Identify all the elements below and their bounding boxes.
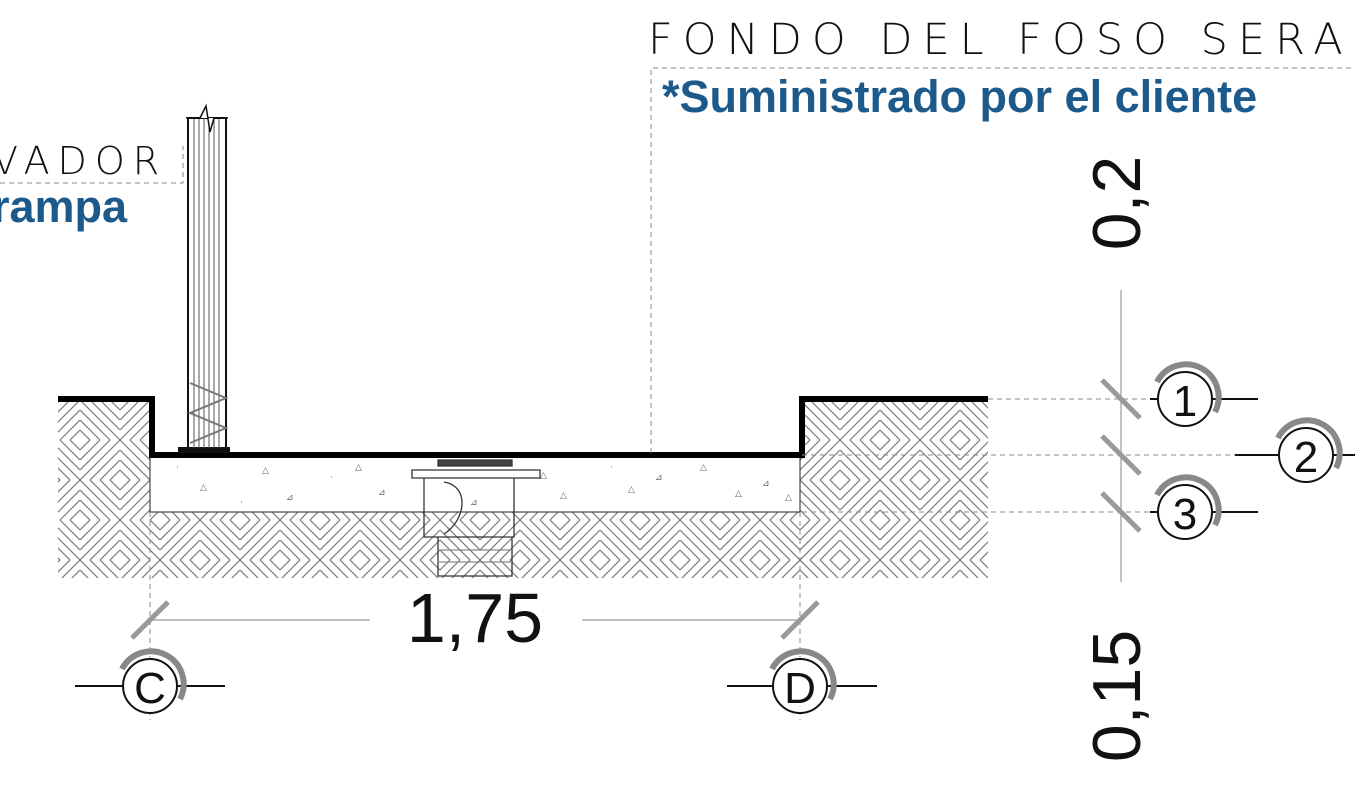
grid-marker-d-label: D (784, 664, 816, 713)
height-top-label: 0,2 (1079, 156, 1155, 251)
svg-text:·: · (610, 463, 613, 473)
width-dimension: 1,75 (130, 579, 820, 657)
svg-text:⊿: ⊿ (470, 498, 478, 508)
svg-text:△: △ (735, 489, 742, 499)
svg-text:⊿: ⊿ (655, 473, 663, 483)
title-top: FONDO DEL FOSO SERA (648, 15, 1353, 65)
leader-lines (0, 67, 1355, 720)
height-bottom-label: 0,15 (1079, 630, 1155, 762)
grid-marker-c: C (75, 648, 225, 714)
svg-text:△: △ (262, 466, 269, 476)
soil-hatch (58, 402, 988, 578)
svg-text:△: △ (560, 491, 567, 501)
floor-drain (411, 459, 541, 577)
level-marker-1-label: 1 (1173, 377, 1197, 426)
svg-text:⊿: ⊿ (378, 488, 386, 498)
level-marker-3-label: 3 (1173, 490, 1197, 539)
svg-text:△: △ (355, 463, 362, 473)
buffer-post (178, 103, 230, 453)
svg-text:⊿: ⊿ (762, 479, 770, 489)
grid-marker-c-label: C (134, 664, 166, 713)
svg-text:·: · (176, 463, 179, 473)
svg-text:△: △ (200, 483, 207, 493)
svg-text:△: △ (628, 485, 635, 495)
width-dimension-label: 1,75 (407, 579, 543, 657)
title-left: VADOR (0, 139, 167, 183)
note-top: *Suministrado por el cliente (662, 71, 1257, 122)
svg-text:·: · (240, 498, 243, 508)
note-left: rampa (0, 181, 128, 232)
pit-outline (58, 396, 988, 458)
svg-text:△: △ (540, 471, 547, 481)
svg-text:⊿: ⊿ (286, 493, 294, 503)
level-marker-2-label: 2 (1294, 433, 1318, 482)
level-marker-3: 3 (1150, 474, 1258, 540)
svg-text:△: △ (700, 463, 707, 473)
grid-marker-d: D (727, 648, 877, 714)
svg-text:·: · (330, 473, 333, 483)
svg-text:△: △ (785, 493, 792, 503)
level-marker-2: 2 (1235, 417, 1355, 483)
height-dimension: 0,2 0,15 (1079, 156, 1155, 762)
level-marker-1: 1 (1150, 361, 1258, 427)
